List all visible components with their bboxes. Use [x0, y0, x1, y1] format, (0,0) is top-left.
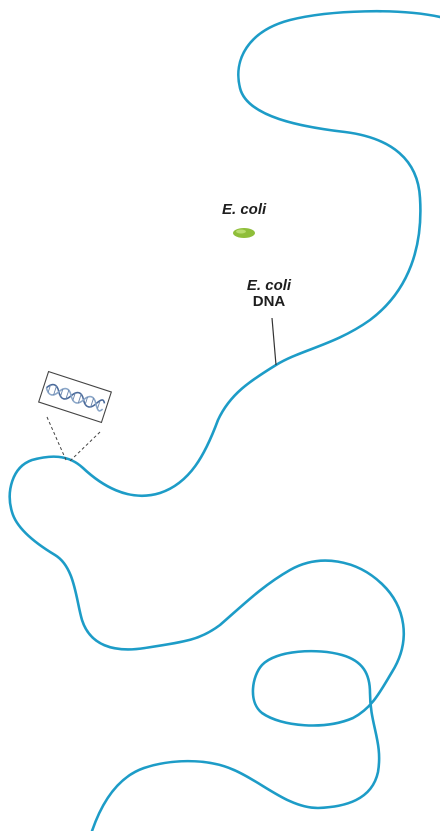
zoom-line-right: [70, 432, 100, 461]
zoom-line-left: [47, 417, 66, 460]
dna-leader-line: [272, 318, 276, 365]
zoom-inset: [39, 372, 112, 423]
ecoli-cell-label: E. coli: [222, 202, 266, 217]
ecoli-cell-highlight: [236, 230, 246, 234]
zoom-inset-frame: [39, 372, 112, 423]
dna-strand: [10, 11, 440, 831]
ecoli-dna-label-line1: E. coli: [239, 278, 299, 294]
ecoli-dna-label: E. coli DNA: [239, 278, 299, 310]
ecoli-dna-label-line2: DNA: [239, 294, 299, 310]
